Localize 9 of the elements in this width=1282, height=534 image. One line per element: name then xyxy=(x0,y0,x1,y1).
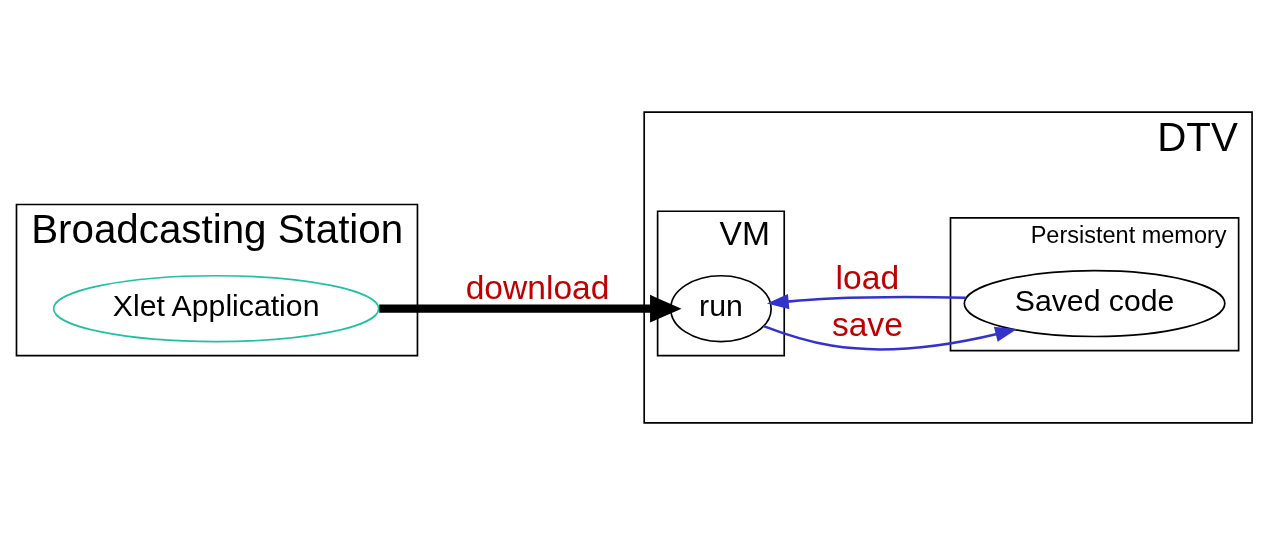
arrow xyxy=(763,324,1017,351)
edge-label: download xyxy=(465,268,610,306)
node-ellipse: Xlet Application xyxy=(52,274,380,342)
arrow xyxy=(379,294,682,322)
arrow xyxy=(766,293,966,309)
edge-label: save xyxy=(831,305,903,343)
node-ellipse: run xyxy=(669,274,772,342)
node-ellipse: Saved code xyxy=(963,269,1226,337)
edge-label: load xyxy=(835,257,900,295)
